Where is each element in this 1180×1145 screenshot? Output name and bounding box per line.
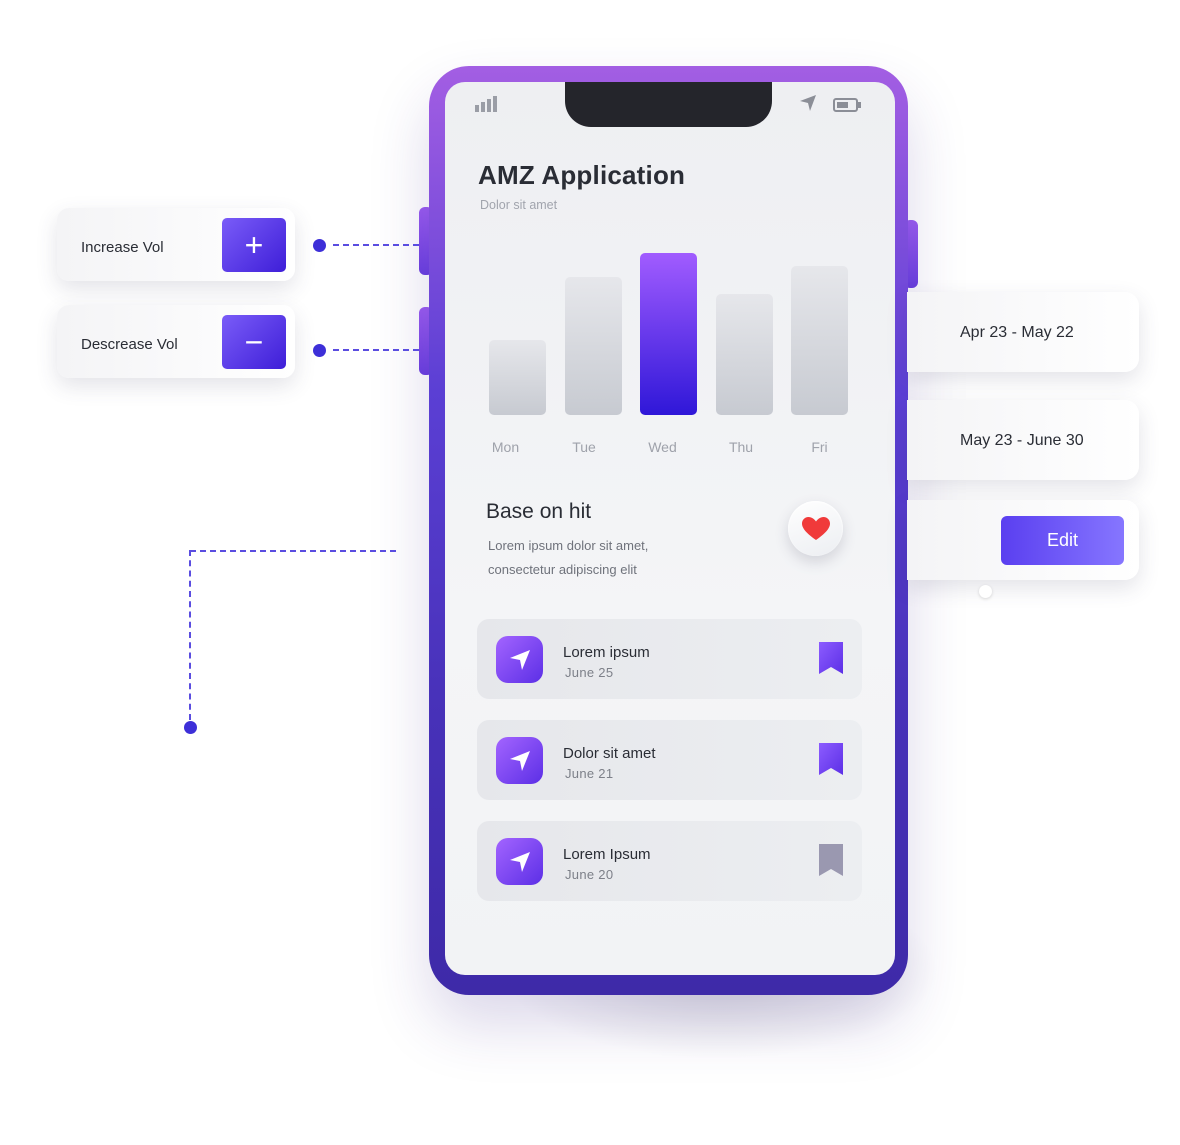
phone-notch (565, 82, 772, 127)
chart-x-tick-label: Wed (648, 439, 677, 455)
heart-icon (801, 516, 830, 540)
edit-card: Edit (907, 500, 1139, 580)
connector-line (190, 550, 396, 552)
connector-dot (313, 239, 326, 252)
date-range-card[interactable]: Apr 23 - May 22 (907, 292, 1139, 372)
bookmark-icon[interactable] (818, 843, 844, 877)
connector-line (333, 244, 419, 246)
minus-icon: − (244, 324, 264, 360)
chart-bar-tue[interactable] (564, 277, 622, 415)
list-item-title: Lorem ipsum (563, 644, 650, 661)
bar-chart: Mon Tue Wed Thu Fri (445, 232, 895, 472)
phone-screen: AMZ Application Dolor sit amet Mon Tue Wed… (445, 82, 895, 975)
bookmark-icon[interactable] (818, 641, 844, 675)
navigation-arrow-icon (496, 737, 543, 784)
chart-bar-mon[interactable] (489, 340, 546, 415)
section-description: Lorem ipsum dolor sit amet, consectetur … (488, 538, 649, 577)
page-title: AMZ Application (478, 160, 686, 190)
connector-line (333, 349, 419, 351)
chart-x-tick-label: Fri (811, 439, 828, 455)
navigation-arrow-icon (496, 838, 543, 885)
chart-bar-wed[interactable] (640, 253, 697, 415)
navigation-arrow-icon (800, 95, 816, 111)
increase-volume-card: Increase Vol + (57, 208, 295, 281)
chart-x-tick-label: Tue (572, 439, 596, 455)
chart-bar-fri[interactable] (791, 265, 848, 415)
increase-volume-label: Increase Vol (81, 239, 164, 256)
decrease-volume-label: Descrease Vol (81, 336, 178, 353)
date-range-label: May 23 - June 30 (960, 432, 1084, 449)
connector-dot (184, 721, 197, 734)
list-item-date: June 25 (565, 665, 614, 680)
chart-x-tick-label: Thu (728, 439, 754, 455)
bookmark-icon[interactable] (818, 742, 844, 776)
edit-button[interactable]: Edit (1001, 516, 1124, 565)
list-item-title: Dolor sit amet (563, 745, 656, 762)
plus-icon: + (244, 227, 264, 263)
connector-line (189, 550, 191, 720)
list-item-title: Lorem Ipsum (563, 846, 651, 863)
list-item-date: June 21 (565, 766, 614, 781)
date-range-card[interactable]: May 23 - June 30 (907, 400, 1139, 480)
phone-frame: AMZ Application Dolor sit amet Mon Tue Wed… (429, 66, 908, 995)
page-subtitle: Dolor sit amet (480, 198, 558, 212)
decrease-volume-button[interactable]: − (222, 315, 286, 369)
date-range-label: Apr 23 - May 22 (960, 324, 1074, 341)
section-title: Base on hit (486, 500, 592, 523)
chart-x-tick-label: Mon (491, 439, 520, 455)
signal-bars-icon (475, 96, 497, 112)
decrease-volume-card: Descrease Vol − (57, 305, 295, 378)
list-item-date: June 20 (565, 867, 614, 882)
battery-icon (833, 98, 861, 112)
connector-dot (979, 585, 992, 598)
increase-volume-button[interactable]: + (222, 218, 286, 272)
chart-bar-thu[interactable] (715, 293, 773, 415)
connector-dot (313, 344, 326, 357)
navigation-arrow-icon (496, 636, 543, 683)
like-button[interactable] (788, 501, 843, 556)
